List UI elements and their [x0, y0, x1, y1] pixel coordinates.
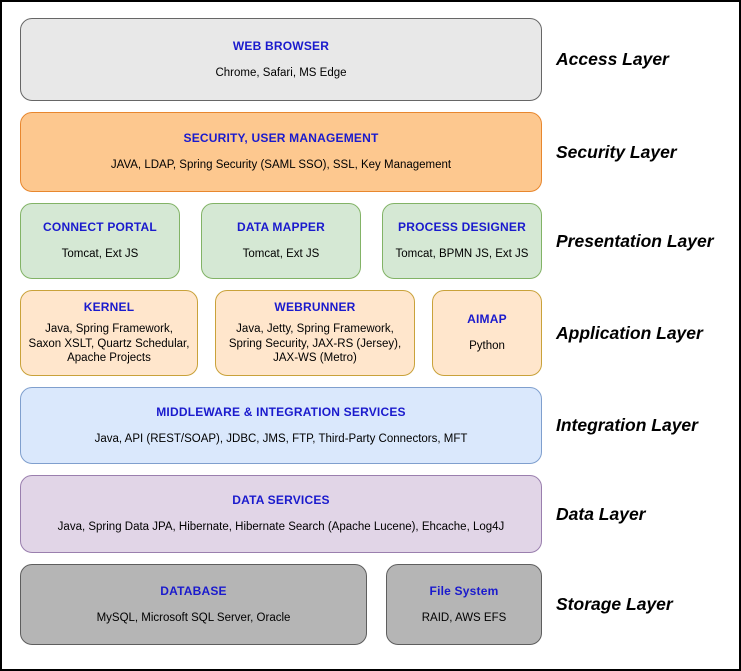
box-aimap: AIMAP Python: [432, 290, 542, 376]
box-title: MIDDLEWARE & INTEGRATION SERVICES: [156, 404, 406, 419]
box-title: WEB BROWSER: [232, 38, 330, 53]
layer-row-data: DATA SERVICES Java, Spring Data JPA, Hib…: [20, 475, 725, 553]
box-body: Java, Jetty, Spring Framework, Spring Se…: [228, 322, 402, 365]
box-title: DATA MAPPER: [237, 220, 325, 235]
box-middleware-integration-services: MIDDLEWARE & INTEGRATION SERVICES Java, …: [20, 387, 542, 464]
application-boxes: KERNEL Java, Spring Framework, Saxon XSL…: [20, 290, 542, 376]
box-body: Tomcat, Ext JS: [242, 248, 320, 261]
layer-label-access: Access Layer: [556, 49, 669, 69]
layer-row-presentation: CONNECT PORTAL Tomcat, Ext JS DATA MAPPE…: [20, 203, 725, 279]
data-boxes: DATA SERVICES Java, Spring Data JPA, Hib…: [20, 475, 542, 553]
layer-label-presentation: Presentation Layer: [556, 230, 714, 251]
box-title: WEBRUNNER: [274, 299, 356, 314]
box-body: Python: [469, 340, 505, 353]
box-title: AIMAP: [467, 312, 507, 327]
box-body: Tomcat, Ext JS: [61, 248, 139, 261]
layer-row-access: WEB BROWSER Chrome, Safari, MS Edge Acce…: [20, 18, 725, 101]
layer-row-security: SECURITY, USER MANAGEMENT JAVA, LDAP, Sp…: [20, 112, 725, 192]
storage-boxes: DATABASE MySQL, Microsoft SQL Server, Or…: [20, 564, 542, 645]
box-data-mapper: DATA MAPPER Tomcat, Ext JS: [201, 203, 361, 279]
box-body: Chrome, Safari, MS Edge: [215, 66, 347, 79]
box-connect-portal: CONNECT PORTAL Tomcat, Ext JS: [20, 203, 180, 279]
box-body: MySQL, Microsoft SQL Server, Oracle: [96, 611, 291, 624]
security-boxes: SECURITY, USER MANAGEMENT JAVA, LDAP, Sp…: [20, 112, 542, 192]
box-web-browser: WEB BROWSER Chrome, Safari, MS Edge: [20, 18, 542, 101]
box-webrunner: WEBRUNNER Java, Jetty, Spring Framework,…: [215, 290, 415, 376]
box-title: CONNECT PORTAL: [43, 220, 157, 235]
layer-label-storage: Storage Layer: [556, 594, 673, 614]
layer-label-application: Application Layer: [556, 322, 703, 343]
box-data-services: DATA SERVICES Java, Spring Data JPA, Hib…: [20, 475, 542, 553]
box-body: Tomcat, BPMN JS, Ext JS: [395, 248, 529, 261]
layer-row-integration: MIDDLEWARE & INTEGRATION SERVICES Java, …: [20, 387, 725, 464]
box-body: JAVA, LDAP, Spring Security (SAML SSO), …: [110, 159, 452, 172]
box-database: DATABASE MySQL, Microsoft SQL Server, Or…: [20, 564, 367, 645]
layer-label-integration: Integration Layer: [556, 415, 698, 435]
access-boxes: WEB BROWSER Chrome, Safari, MS Edge: [20, 18, 542, 101]
layer-label-data: Data Layer: [556, 503, 646, 524]
layer-label-security: Security Layer: [556, 141, 677, 162]
box-title: DATA SERVICES: [232, 493, 330, 508]
box-body: Java, Spring Data JPA, Hibernate, Hibern…: [57, 521, 505, 534]
box-title: File System: [429, 583, 499, 598]
box-title: PROCESS DESIGNER: [398, 220, 526, 235]
box-title: KERNEL: [83, 299, 135, 314]
layer-row-application: KERNEL Java, Spring Framework, Saxon XSL…: [20, 290, 725, 376]
box-title: DATABASE: [160, 583, 227, 598]
box-body: Java, Spring Framework, Saxon XSLT, Quar…: [28, 322, 190, 365]
box-file-system: File System RAID, AWS EFS: [386, 564, 542, 645]
box-body: RAID, AWS EFS: [421, 611, 507, 624]
box-process-designer: PROCESS DESIGNER Tomcat, BPMN JS, Ext JS: [382, 203, 542, 279]
box-security-user-management: SECURITY, USER MANAGEMENT JAVA, LDAP, Sp…: [20, 112, 542, 192]
presentation-boxes: CONNECT PORTAL Tomcat, Ext JS DATA MAPPE…: [20, 203, 542, 279]
layer-row-storage: DATABASE MySQL, Microsoft SQL Server, Or…: [20, 564, 725, 645]
box-title: SECURITY, USER MANAGEMENT: [183, 131, 379, 146]
integration-boxes: MIDDLEWARE & INTEGRATION SERVICES Java, …: [20, 387, 542, 464]
box-body: Java, API (REST/SOAP), JDBC, JMS, FTP, T…: [94, 432, 468, 445]
box-kernel: KERNEL Java, Spring Framework, Saxon XSL…: [20, 290, 198, 376]
